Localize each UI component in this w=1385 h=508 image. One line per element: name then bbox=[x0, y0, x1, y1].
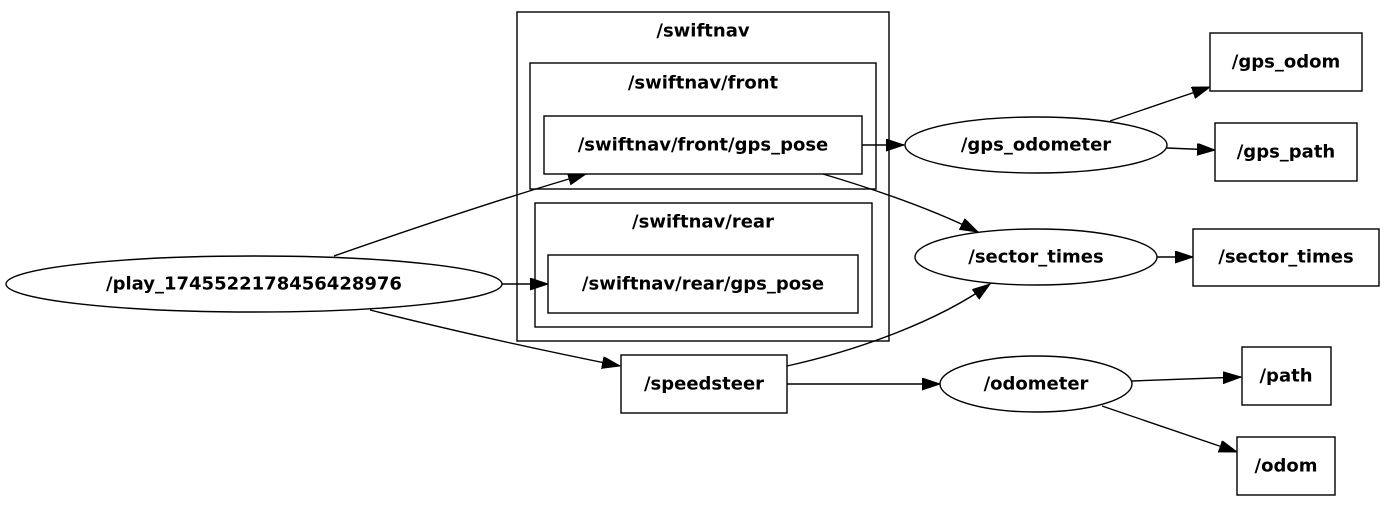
topic-sector-times-label: /sector_times bbox=[1218, 247, 1353, 268]
node-gps-odometer[interactable]: /gps_odometer bbox=[904, 116, 1168, 174]
edge-play-to-front-gps-pose bbox=[333, 174, 586, 257]
topic-odom-label: /odom bbox=[1255, 456, 1318, 477]
edge-gps-odometer-to-gps-path bbox=[1166, 148, 1215, 150]
edge-gps-odometer-to-gps-odom bbox=[1109, 86, 1210, 122]
topic-gps-odom[interactable]: /gps_odom bbox=[1209, 32, 1363, 92]
edge-odometer-to-path bbox=[1131, 377, 1241, 381]
cluster-swiftnav-rear-label: /swiftnav/rear bbox=[632, 212, 774, 233]
node-front-gps-pose[interactable]: /swiftnav/front/gps_pose bbox=[543, 115, 863, 175]
topic-path-label: /path bbox=[1259, 366, 1312, 387]
node-play-label: /play_1745522178456428976 bbox=[106, 274, 402, 295]
edges bbox=[333, 86, 1241, 453]
edge-speedsteer-to-sector-times bbox=[786, 284, 990, 367]
topic-gps-path-label: /gps_path bbox=[1237, 142, 1336, 163]
cluster-swiftnav-front-label: /swiftnav/front bbox=[628, 73, 779, 94]
topic-sector-times[interactable]: /sector_times bbox=[1192, 228, 1380, 287]
node-rear-gps-pose-label: /swiftnav/rear/gps_pose bbox=[582, 274, 824, 295]
edge-play-to-speedsteer bbox=[369, 309, 620, 366]
node-front-gps-pose-label: /swiftnav/front/gps_pose bbox=[578, 135, 829, 156]
topic-gps-odom-label: /gps_odom bbox=[1232, 52, 1340, 73]
node-odometer-label: /odometer bbox=[984, 374, 1089, 395]
topic-gps-path[interactable]: /gps_path bbox=[1214, 122, 1358, 182]
node-odometer[interactable]: /odometer bbox=[939, 355, 1133, 413]
topic-path[interactable]: /path bbox=[1241, 346, 1332, 406]
node-rear-gps-pose[interactable]: /swiftnav/rear/gps_pose bbox=[547, 254, 859, 314]
edge-odometer-to-odom bbox=[1101, 405, 1237, 453]
node-gps-odometer-label: /gps_odometer bbox=[961, 135, 1111, 156]
node-play[interactable]: /play_1745522178456428976 bbox=[5, 255, 503, 313]
cluster-swiftnav-label: /swiftnav bbox=[656, 21, 749, 42]
node-sector-times[interactable]: /sector_times bbox=[914, 228, 1158, 286]
edge-front-gps-pose-to-sector-times bbox=[822, 173, 978, 232]
topic-odom[interactable]: /odom bbox=[1236, 436, 1336, 496]
node-sector-times-label: /sector_times bbox=[968, 247, 1103, 268]
node-speedsteer-label: /speedsteer bbox=[644, 374, 764, 395]
node-speedsteer[interactable]: /speedsteer bbox=[620, 354, 788, 414]
